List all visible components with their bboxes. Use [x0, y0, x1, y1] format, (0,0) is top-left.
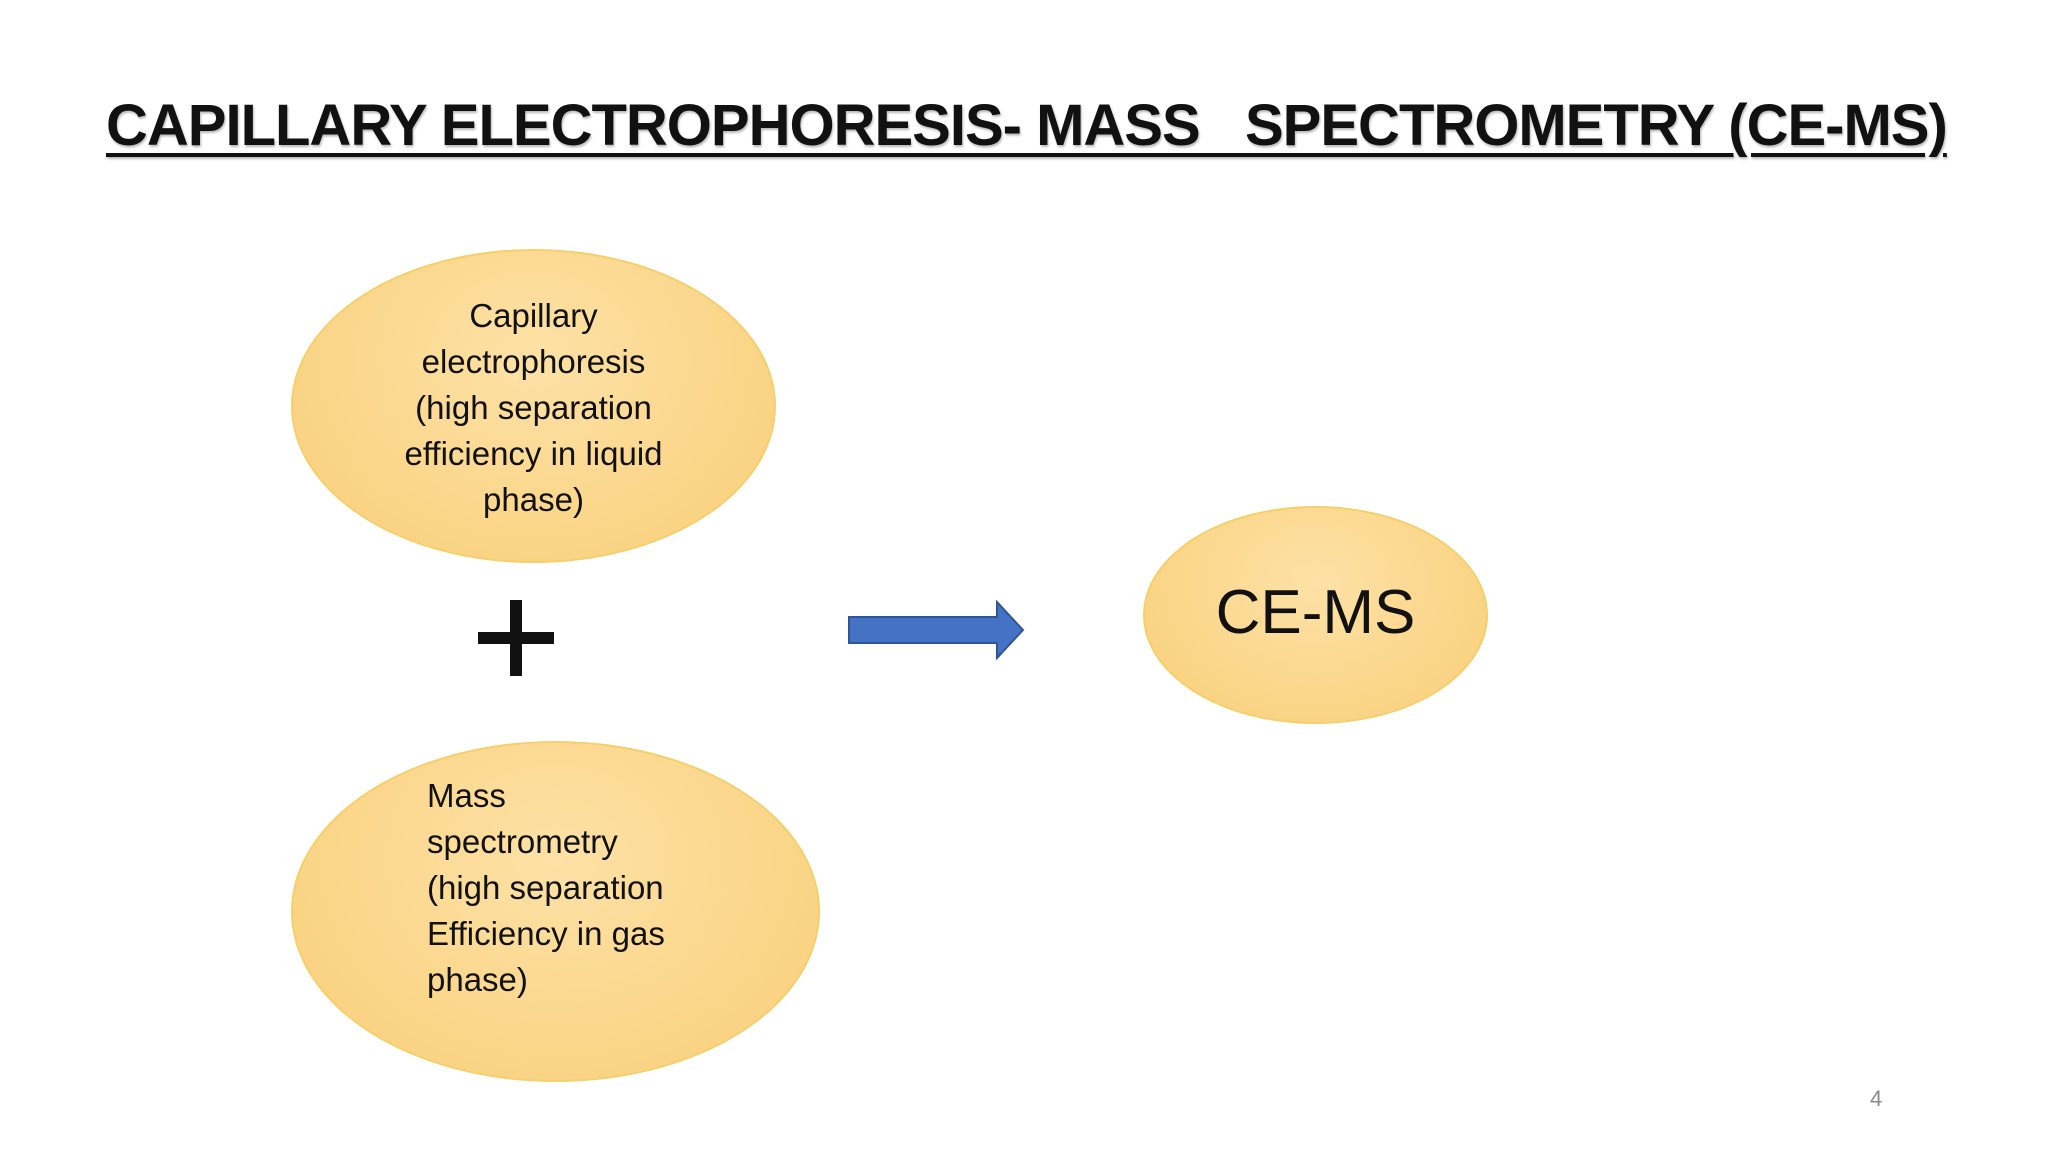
node-text-line: efficiency in liquid [404, 435, 663, 472]
slide-title: CAPILLARY ELECTROPHORESIS- MASS SPECTROM… [106, 93, 1948, 158]
node-text-line: electrophoresis [421, 343, 646, 380]
node-text-line: phase) [427, 961, 528, 998]
capillary-electrophoresis-node: Capillary electrophoresis (high separati… [291, 249, 776, 563]
ce-ms-result-label: CE-MS [1215, 578, 1416, 647]
page-number: 4 [1870, 1086, 1883, 1111]
right-arrow-icon [848, 600, 1025, 660]
node-text-line: Capillary [469, 297, 598, 334]
node-text-line: phase) [483, 481, 584, 518]
plus-icon [478, 600, 554, 676]
mass-spectrometry-text: Mass spectrometry (high separation Effic… [427, 773, 757, 1003]
node-text-line: spectrometry [427, 823, 618, 860]
node-text-line: (high separation [427, 869, 664, 906]
node-text-line: Mass [427, 777, 506, 814]
node-text-line: (high separation [415, 389, 652, 426]
capillary-electrophoresis-text: Capillary electrophoresis (high separati… [293, 293, 774, 523]
ce-ms-result-node: CE-MS [1143, 506, 1488, 724]
mass-spectrometry-node: Mass spectrometry (high separation Effic… [291, 741, 820, 1082]
node-text-line: Efficiency in gas [427, 915, 665, 952]
